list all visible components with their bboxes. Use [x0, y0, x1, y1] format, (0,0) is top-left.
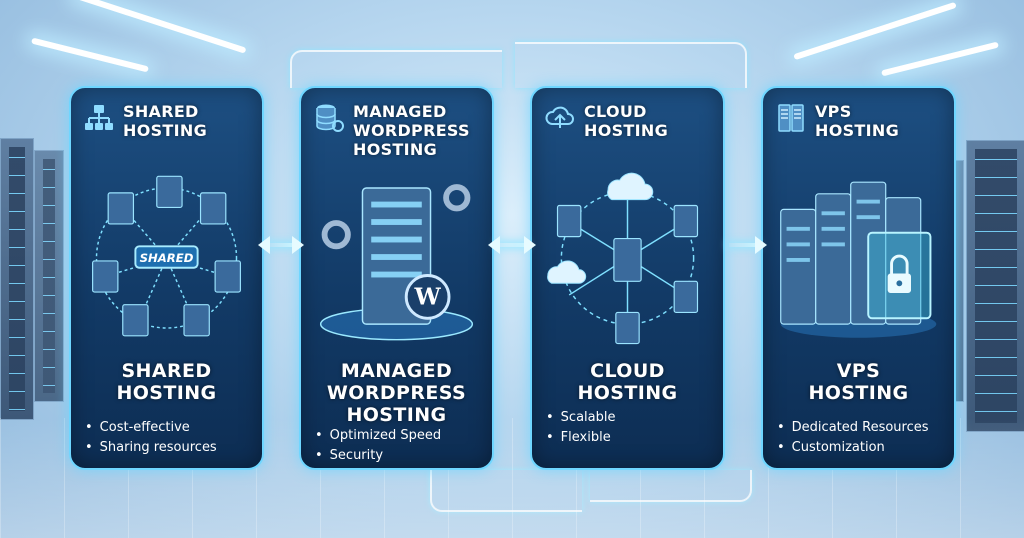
card-header-title: SHARED HOSTING [123, 102, 208, 140]
feature-list: Optimized Speed Security [315, 426, 486, 466]
feature-list: Cost-effective Sharing resources [85, 418, 256, 458]
card-header: SHARED HOSTING [83, 102, 254, 140]
feature-item: Dedicated Resources [777, 418, 948, 438]
database-icon [316, 104, 344, 132]
padlock-icon [887, 254, 911, 293]
card-header-title: VPS HOSTING [815, 102, 900, 140]
wordpress-logo-icon: W [404, 274, 451, 320]
card-header-title: CLOUD HOSTING [584, 102, 669, 140]
shared-servers-illustration: SHARED [79, 166, 254, 350]
svg-text:W: W [414, 283, 442, 311]
network-tree-icon [85, 105, 113, 130]
connector-arrow-1-2 [258, 236, 304, 254]
cloud-upload-icon [545, 106, 574, 128]
feature-list: Scalable Flexible [546, 408, 717, 448]
vps-servers-illustration [771, 166, 946, 350]
feature-item: Flexible [546, 428, 717, 448]
cloud-network-illustration [540, 166, 715, 350]
feature-item: Cost-effective [85, 418, 256, 438]
card-title: MANAGED WORDPRESS HOSTING [326, 360, 467, 426]
card-title: SHARED HOSTING [116, 360, 217, 404]
feature-item: Customization [777, 438, 948, 458]
feature-item: Sharing resources [85, 438, 256, 458]
connector-arrow-3-4 [729, 236, 767, 254]
feature-item: Optimized Speed [315, 426, 486, 446]
shared-badge: SHARED [140, 251, 194, 265]
card-vps-hosting[interactable]: VPS HOSTING VPS HOSTING De [761, 86, 956, 470]
card-title: CLOUD HOSTING [577, 360, 678, 404]
card-header: MANAGED WORDPRESS HOSTING [313, 102, 484, 159]
feature-list: Dedicated Resources Customization [777, 418, 948, 458]
card-managed-wordpress-hosting[interactable]: MANAGED WORDPRESS HOSTING W MANAGED [299, 86, 494, 470]
gear-icon [321, 184, 471, 250]
card-shared-hosting[interactable]: SHARED HOSTING SHARED SHARED HOSTING Cos… [69, 86, 264, 470]
card-header: VPS HOSTING [775, 102, 946, 140]
card-cloud-hosting[interactable]: CLOUD HOSTING CLOUD HOSTING Scalable Fle… [530, 86, 725, 470]
card-header-title: MANAGED WORDPRESS HOSTING [353, 102, 470, 159]
feature-item: Scalable [546, 408, 717, 428]
card-header: CLOUD HOSTING [544, 102, 715, 140]
card-title: VPS HOSTING [808, 360, 909, 404]
wordpress-server-illustration: W [309, 166, 484, 350]
feature-item: Security [315, 446, 486, 466]
connector-arrow-2-3 [488, 236, 536, 254]
server-icon [778, 104, 804, 132]
